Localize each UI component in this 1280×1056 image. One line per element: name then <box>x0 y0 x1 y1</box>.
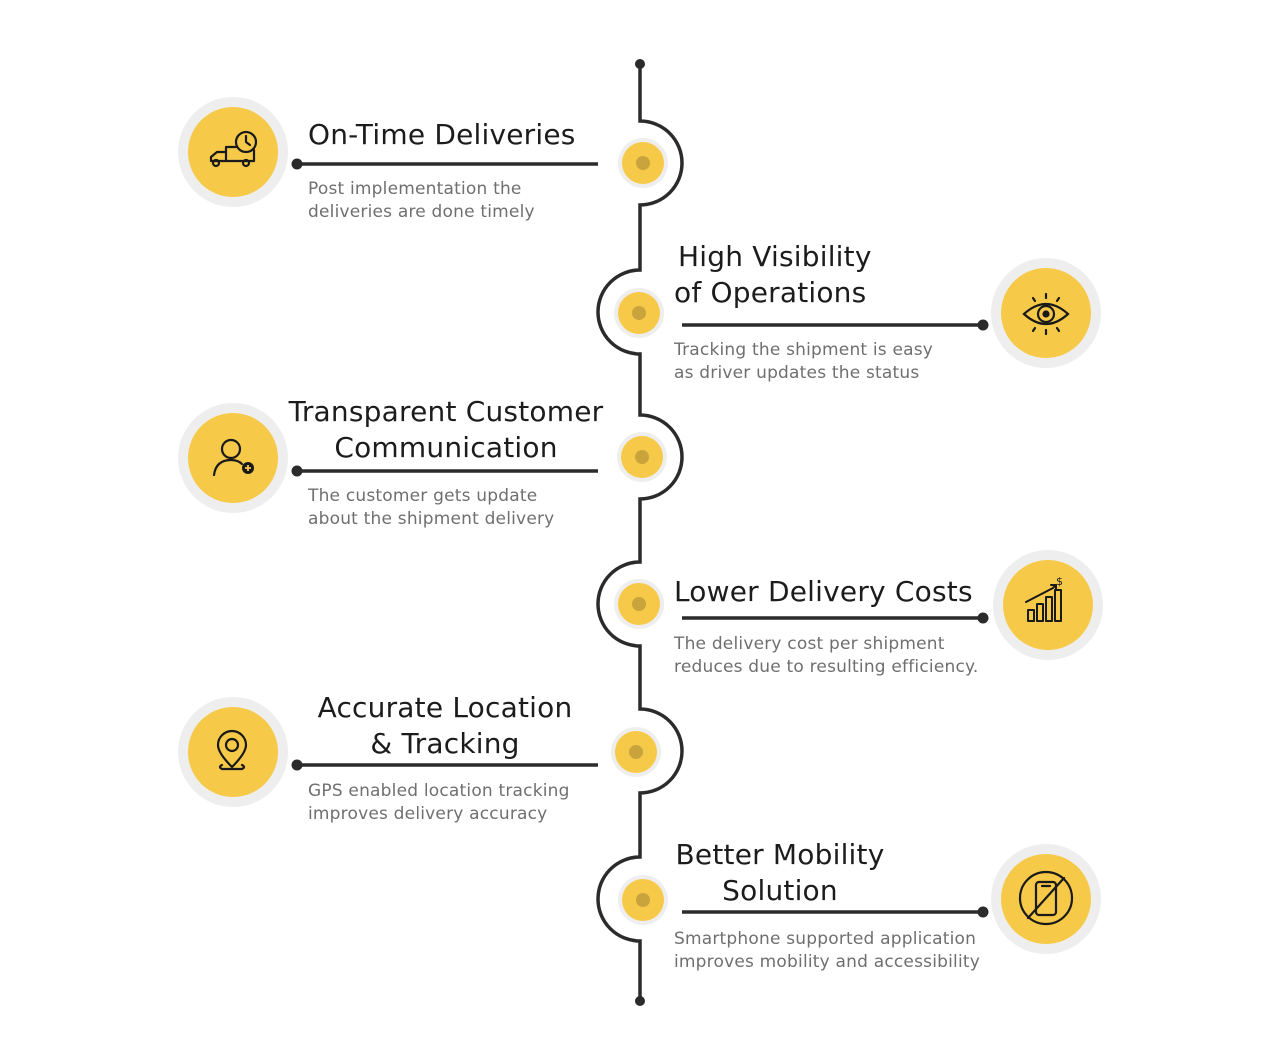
badge-better-mobility <box>991 844 1101 954</box>
desc-on-time-deliveries: Post implementation the deliveries are d… <box>308 178 535 224</box>
timeline-node-4 <box>614 579 664 629</box>
desc-line: Tracking the shipment is easy <box>674 340 934 360</box>
desc-line: Post implementation the <box>308 179 522 199</box>
title-line: & Tracking <box>370 727 520 760</box>
connector-dot-4 <box>977 612 989 624</box>
badge-lower-costs: $ <box>993 550 1103 660</box>
title-line: Lower Delivery Costs <box>674 575 973 608</box>
title-high-visibility: High Visibility of Operations <box>674 239 872 311</box>
desc-line: improves mobility and accessibility <box>674 952 981 972</box>
desc-line: GPS enabled location tracking <box>308 781 570 801</box>
desc-high-visibility: Tracking the shipment is easy as driver … <box>674 339 933 385</box>
dollar-sign-glyph: $ <box>1056 575 1063 588</box>
badge-transparent-communication <box>178 403 288 513</box>
smartphone-icon <box>991 844 1101 954</box>
timeline-node-1 <box>618 138 668 188</box>
desc-line: Smartphone supported application <box>674 929 977 949</box>
title-line: Accurate Location <box>317 691 573 724</box>
eye-icon <box>991 258 1101 368</box>
connector-end-dots <box>291 158 989 918</box>
connector-dot-1 <box>291 158 303 170</box>
title-accurate-location: Accurate Location & Tracking <box>300 690 590 762</box>
timeline-node-2 <box>614 288 664 338</box>
connector-dot-3 <box>291 465 303 477</box>
timeline-start-dot <box>635 59 645 69</box>
title-better-mobility: Better Mobility Solution <box>674 837 886 909</box>
desc-line: deliveries are done timely <box>308 202 535 222</box>
title-line: On-Time Deliveries <box>308 118 576 151</box>
timeline-node-5 <box>611 727 661 777</box>
timeline-node-6 <box>618 875 668 925</box>
title-on-time-deliveries: On-Time Deliveries <box>308 117 576 153</box>
timeline-path <box>596 64 684 1001</box>
connector-dot-6 <box>977 906 989 918</box>
location-pin-icon <box>178 697 288 807</box>
connector-dot-5 <box>291 759 303 771</box>
desc-accurate-location: GPS enabled location tracking improves d… <box>308 780 570 826</box>
timeline-nodes <box>611 138 668 925</box>
badge-accurate-location <box>178 697 288 807</box>
delivery-truck-clock-icon <box>178 97 288 207</box>
title-line: Better Mobility <box>675 838 885 871</box>
title-line: of Operations <box>674 276 867 309</box>
timeline-end-dot <box>635 996 645 1006</box>
bar-chart-dollar-icon: $ <box>993 550 1103 660</box>
title-transparent-communication: Transparent Customer Communication <box>278 394 614 466</box>
title-line: Transparent Customer <box>288 395 604 428</box>
desc-line: reduces due to resulting efficiency. <box>674 657 979 677</box>
desc-line: The customer gets update <box>308 486 538 506</box>
timeline-node-3 <box>617 432 667 482</box>
user-add-icon <box>178 403 288 513</box>
desc-line: improves delivery accuracy <box>308 804 548 824</box>
title-line: Communication <box>334 431 558 464</box>
desc-better-mobility: Smartphone supported application improve… <box>674 928 980 974</box>
title-lower-delivery-costs: Lower Delivery Costs <box>674 574 973 610</box>
desc-line: The delivery cost per shipment <box>674 634 945 654</box>
connectors <box>297 162 983 914</box>
desc-transparent-communication: The customer gets update about the shipm… <box>308 485 554 531</box>
badge-high-visibility <box>991 258 1101 368</box>
title-line: High Visibility <box>678 240 872 273</box>
desc-line: about the shipment delivery <box>308 509 555 529</box>
desc-line: as driver updates the status <box>674 363 920 383</box>
badge-on-time-deliveries <box>178 97 288 207</box>
connector-dot-2 <box>977 319 989 331</box>
title-line: Solution <box>722 874 838 907</box>
desc-lower-delivery-costs: The delivery cost per shipment reduces d… <box>674 633 978 679</box>
